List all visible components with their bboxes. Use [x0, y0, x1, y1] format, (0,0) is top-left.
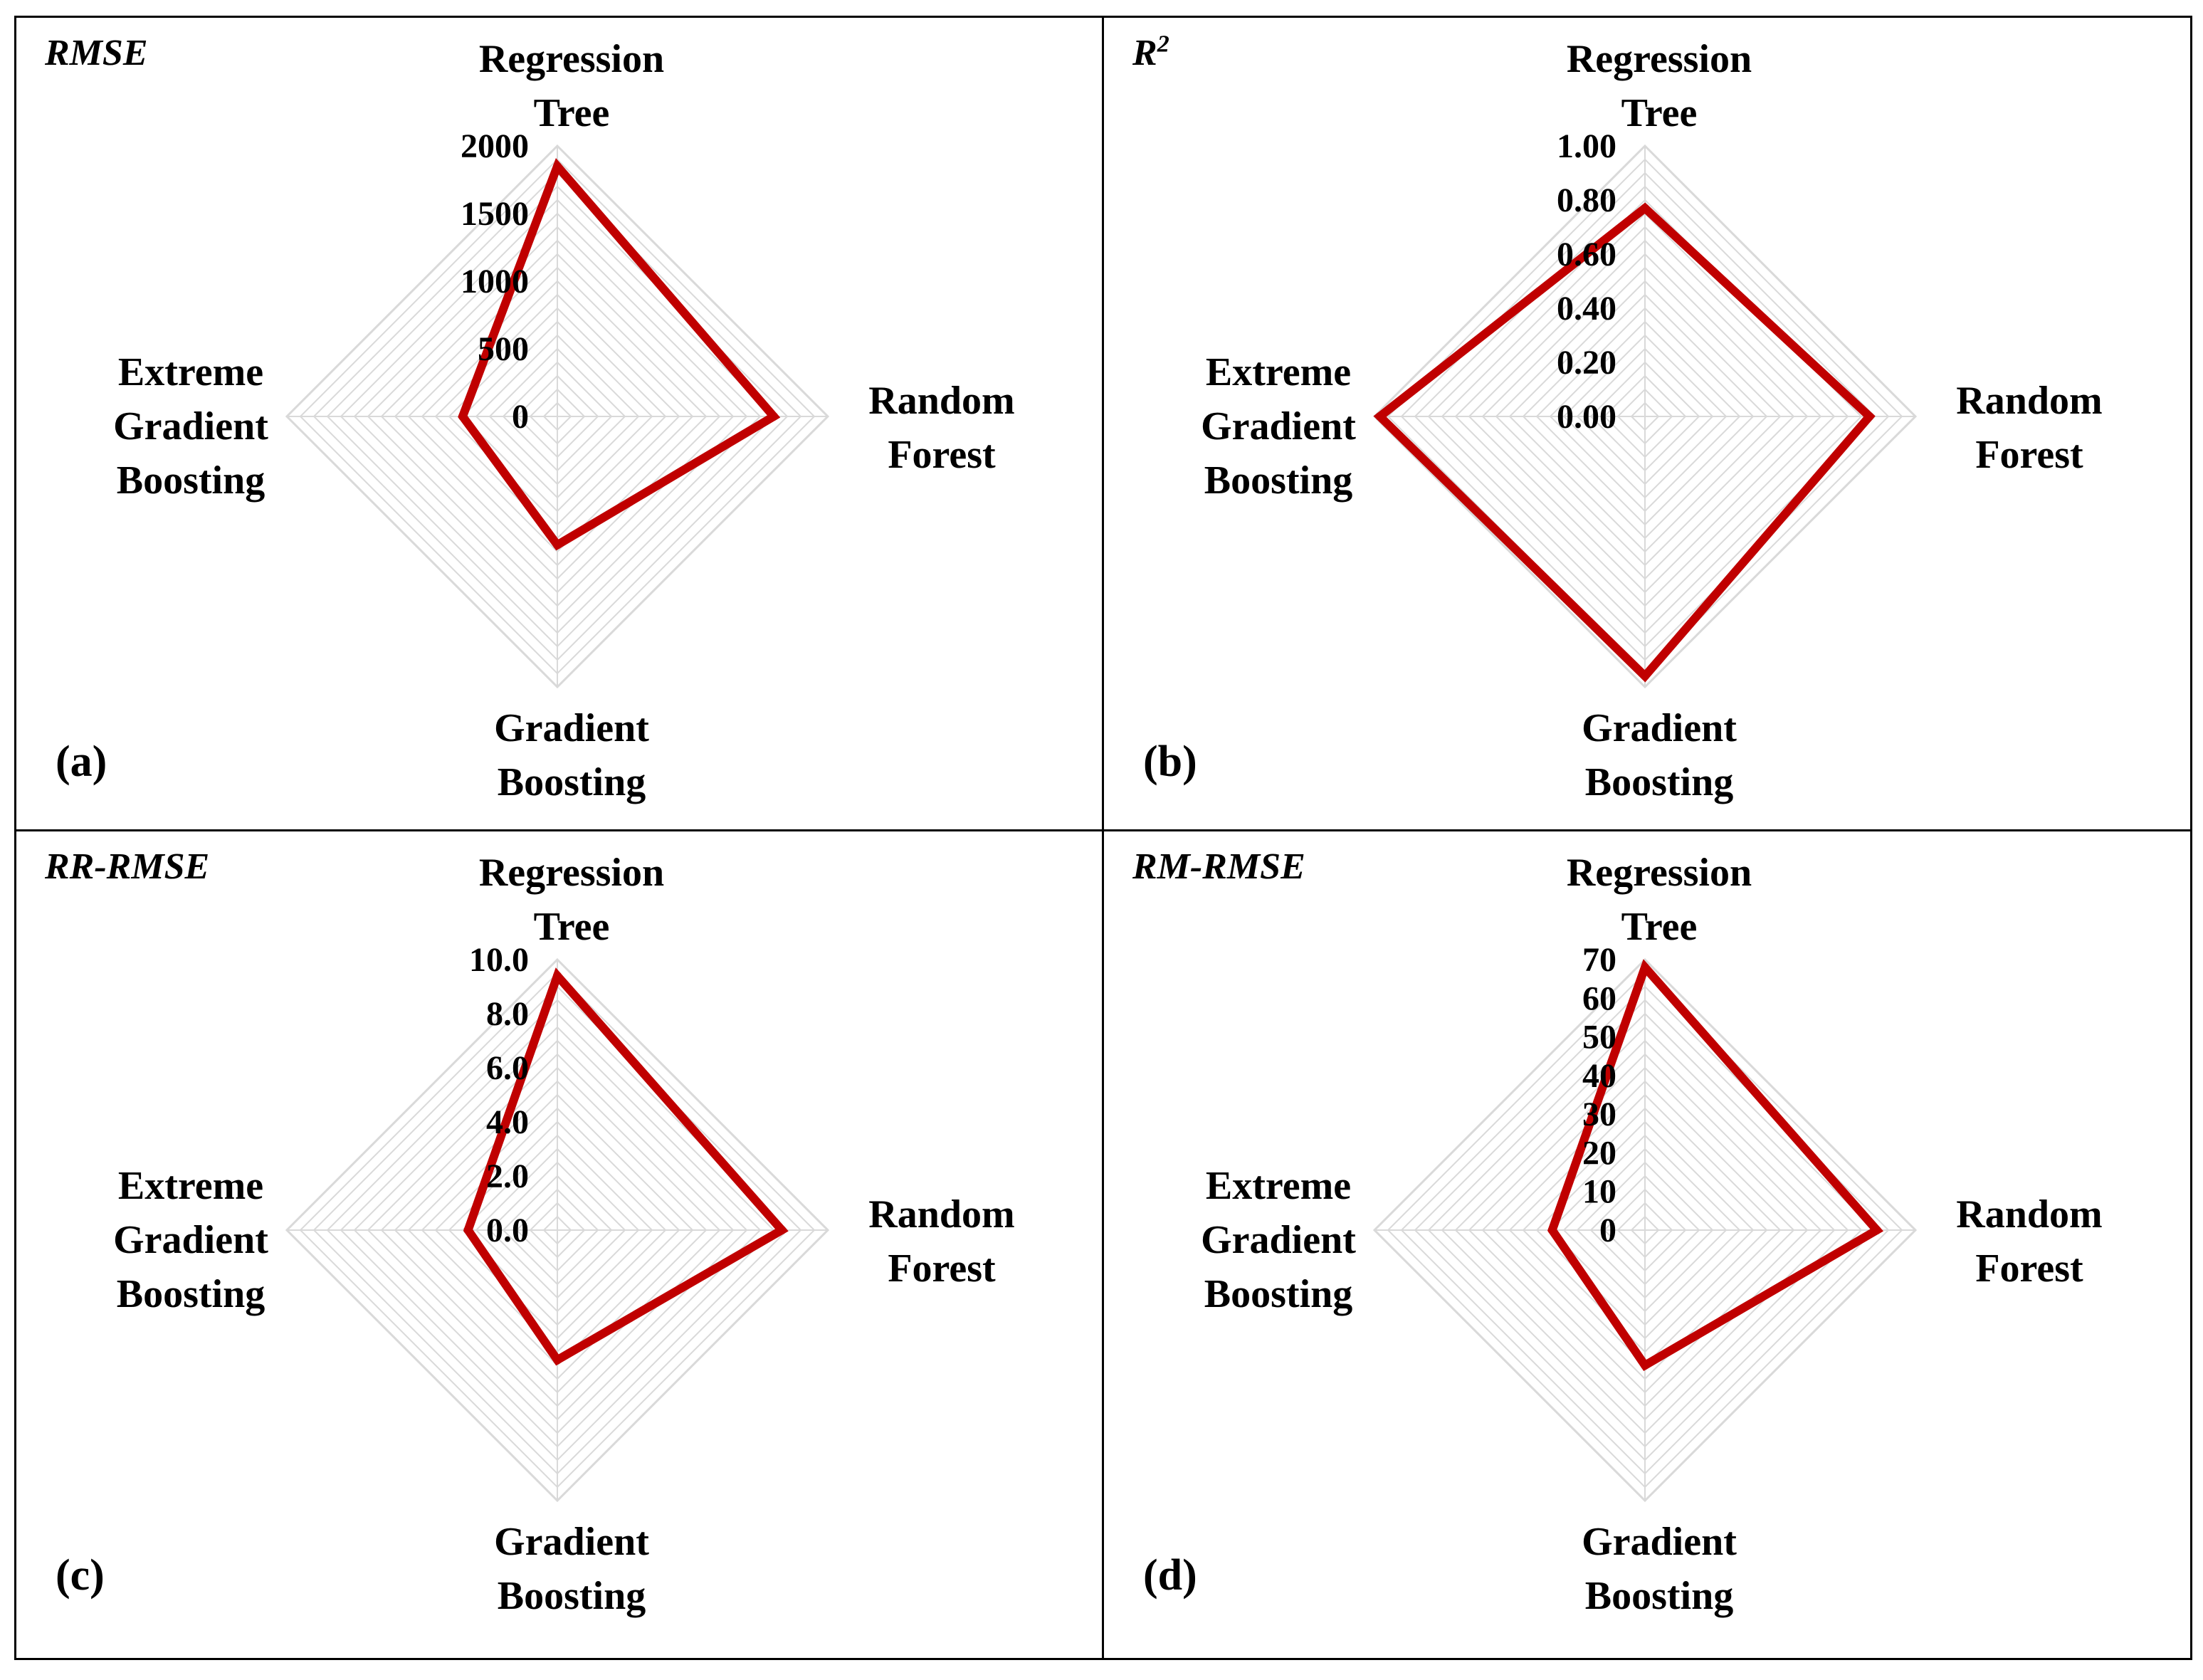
data-point	[777, 1226, 787, 1234]
tick-label: 4.0	[486, 1103, 529, 1141]
metric-title: RR-RMSE	[45, 846, 210, 887]
tick-label: 8.0	[486, 995, 529, 1033]
panel-r2: 0.00 0.20 0.40 0.60 0.80 1.00 R2 Regression T…	[1104, 18, 2189, 829]
metric-title: R2	[1132, 31, 1169, 73]
tick-label: 10	[1582, 1173, 1616, 1211]
tick-label: 0	[1599, 1212, 1616, 1249]
axis-label-left: Extreme Gradient Boosting	[1201, 1164, 1356, 1316]
axis-label-bottom: Gradient Boosting	[494, 706, 649, 804]
tick-label: 10.0	[469, 941, 529, 979]
tick-label: 1.00	[1557, 127, 1616, 165]
data-point	[1641, 204, 1649, 213]
data-point	[553, 540, 562, 550]
tick-label: 0.0	[486, 1212, 529, 1249]
data-point	[463, 1226, 473, 1234]
data-point	[1865, 412, 1874, 421]
tick-label: 2.0	[486, 1157, 529, 1195]
panel-label: (b)	[1143, 737, 1197, 786]
data-point	[553, 162, 562, 171]
axis-label-top: Regression Tree	[478, 37, 665, 135]
axis-label-top: Regression Tree	[1566, 851, 1752, 949]
data-point	[1547, 1226, 1557, 1234]
axis-label-right: Random Forest	[868, 379, 1015, 477]
tick-label: 0	[512, 398, 529, 436]
data-point	[1872, 1226, 1881, 1234]
data-point	[458, 412, 467, 421]
panel-label: (d)	[1143, 1551, 1197, 1600]
panel-label: (c)	[56, 1551, 105, 1600]
metric-title: RMSE	[45, 33, 148, 73]
axis-label-left: Extreme Gradient Boosting	[1201, 350, 1356, 503]
tick-label: 0.00	[1557, 398, 1616, 436]
tick-label: 1500	[461, 195, 529, 233]
axis-label-right: Random Forest	[1956, 1192, 2103, 1291]
axis-label-right: Random Forest	[868, 1192, 1015, 1291]
tick-label: 60	[1582, 980, 1616, 1017]
tick-label: 30	[1582, 1096, 1616, 1133]
axis-label-left: Extreme Gradient Boosting	[113, 350, 268, 503]
data-point	[1641, 1361, 1649, 1370]
tick-label: 0.60	[1557, 236, 1616, 273]
radar-chart-rmse: 0 500 1000 1500 2000	[285, 127, 830, 689]
metric-title: RM-RMSE	[1132, 846, 1305, 887]
data-point	[1375, 412, 1384, 421]
panel-rmse: 0 500 1000 1500 2000 RMSE Regression Tree Ra…	[16, 18, 1102, 829]
panel-divider-horizontal	[16, 829, 2190, 831]
data-point	[769, 412, 778, 421]
axis-label-bottom: Gradient Boosting	[1582, 1520, 1737, 1618]
tick-label: 70	[1582, 941, 1616, 979]
axis-label-bottom: Gradient Boosting	[494, 1520, 649, 1618]
axis-label-top: Regression Tree	[478, 851, 665, 949]
axis-label-top: Regression Tree	[1566, 37, 1752, 135]
panel-label: (a)	[56, 737, 107, 786]
axis-label-bottom: Gradient Boosting	[1582, 706, 1737, 804]
tick-label: 2000	[461, 127, 529, 165]
data-point	[1641, 671, 1649, 681]
data-point	[553, 1355, 562, 1365]
data-point	[553, 971, 562, 980]
tick-label: 0.80	[1557, 182, 1616, 219]
tick-label: 0.20	[1557, 344, 1616, 382]
tick-label: 0.40	[1557, 290, 1616, 327]
axis-label-left: Extreme Gradient Boosting	[113, 1164, 268, 1316]
tick-label: 6.0	[486, 1049, 529, 1087]
tick-label: 50	[1582, 1019, 1616, 1056]
tick-label: 1000	[461, 263, 529, 300]
panel-divider-vertical	[1102, 18, 1104, 1658]
panel-rr-rmse: 0.0 2.0 4.0 6.0 8.0 10.0 RR-RMSE Regression T…	[16, 831, 1102, 1643]
radar-chart-rr-rmse: 0.0 2.0 4.0 6.0 8.0 10.0	[285, 941, 830, 1503]
radar-chart-r2: 0.00 0.20 0.40 0.60 0.80 1.00	[1372, 127, 1918, 689]
data-point	[1641, 962, 1649, 972]
axis-label-right: Random Forest	[1956, 379, 2103, 477]
tick-label: 20	[1582, 1134, 1616, 1172]
tick-label: 500	[478, 330, 529, 368]
tick-label: 40	[1582, 1057, 1616, 1095]
